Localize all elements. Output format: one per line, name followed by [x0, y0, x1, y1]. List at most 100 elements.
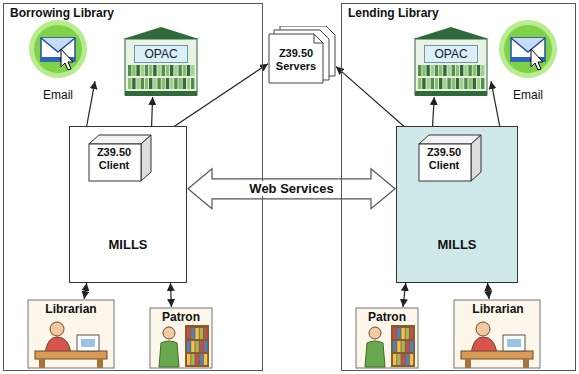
drawing-part — [178, 78, 181, 89]
drawing-part — [523, 359, 529, 368]
drawing-part — [431, 65, 434, 76]
drawing-part — [464, 65, 467, 76]
drawing-part — [97, 359, 103, 368]
drawing-part — [418, 78, 421, 89]
drawing-part — [477, 65, 480, 76]
drawing-part — [81, 339, 95, 347]
drawing-part — [141, 65, 144, 76]
drawing-part — [481, 65, 484, 76]
drawing-part — [439, 65, 442, 76]
drawing-part — [511, 38, 545, 52]
drawing-part — [141, 135, 151, 181]
library-panel: Borrowing LibraryEmailOPACMILLSZ39.50 Cl… — [3, 3, 263, 371]
drawing-part — [365, 341, 385, 367]
connector-arrow — [170, 283, 172, 307]
drawing-part — [187, 341, 190, 352]
drawing-part — [157, 65, 160, 76]
drawing-part — [356, 308, 418, 368]
drawing-part — [426, 78, 429, 89]
drawing-part — [125, 39, 197, 95]
drawing-part — [39, 359, 45, 368]
drawing-part — [174, 65, 177, 76]
connector-arrow — [491, 81, 500, 126]
drawing-part — [498, 19, 558, 79]
drawing-part — [393, 354, 396, 365]
edge-label: Web Services — [246, 181, 336, 196]
drawing-part — [503, 335, 525, 351]
connector-arrow — [488, 283, 490, 299]
drawing-part — [406, 328, 409, 339]
node-label: Z39.50 Client — [418, 146, 470, 172]
drawing-part — [499, 20, 557, 78]
opac-catalog: OPAC — [119, 25, 203, 97]
drawing-part — [410, 341, 413, 352]
node-label: MILLS — [109, 237, 148, 252]
drawing-part — [132, 65, 135, 76]
drawing-part — [28, 300, 114, 368]
drawing-part — [41, 38, 75, 52]
drawing-part — [132, 78, 135, 89]
drawing-part — [191, 354, 194, 365]
connector-arrow — [152, 97, 153, 126]
opac-catalog: OPAC — [409, 25, 493, 97]
drawing-part — [145, 65, 148, 76]
drawing-part — [476, 322, 490, 336]
drawing-part — [29, 20, 87, 78]
drawing-part — [145, 78, 148, 89]
librarian-figure: Librarian — [453, 299, 543, 369]
drawing-part — [391, 325, 415, 367]
connector-arrow — [403, 283, 406, 307]
drawing-part — [401, 341, 404, 352]
node-label: Patron — [162, 310, 200, 324]
drawing-part — [34, 25, 82, 73]
node-label: Lending Library — [348, 6, 439, 20]
drawing-part — [136, 65, 139, 76]
drawing-part — [149, 65, 152, 76]
drawing-part — [460, 78, 463, 89]
node-label: Email — [513, 88, 543, 102]
drawing-part — [195, 341, 198, 352]
drawing-part — [504, 25, 552, 73]
drawing-part — [447, 78, 450, 89]
drawing-part — [204, 328, 207, 339]
drawing-part — [153, 78, 156, 89]
drawing-part — [397, 328, 400, 339]
drawing-part — [185, 325, 209, 367]
drawing-part — [464, 78, 467, 89]
drawing-part — [531, 49, 543, 70]
drawing-part — [419, 135, 481, 144]
drawing-part — [200, 328, 203, 339]
librarian-figure: Librarian — [27, 299, 115, 369]
drawing-part — [191, 341, 194, 352]
drawing-part — [473, 78, 476, 89]
node-label: Email — [43, 88, 73, 102]
node-label: Z39.50 Client — [88, 146, 140, 172]
drawing-part — [369, 327, 381, 339]
drawing-part — [413, 27, 489, 39]
connector-arrow — [433, 97, 435, 126]
drawing-part — [187, 65, 190, 76]
drawing-part — [89, 135, 151, 144]
drawing-part — [460, 65, 463, 76]
drawing-part — [141, 78, 144, 89]
drawing-part — [511, 38, 545, 61]
drawing-part — [149, 78, 152, 89]
drawing-part — [431, 78, 434, 89]
server-stack: Z39.50 Servers — [268, 26, 336, 84]
drawing-part — [159, 341, 179, 367]
drawing-part — [393, 328, 413, 365]
drawing-part — [452, 65, 455, 76]
drawing-part — [162, 65, 165, 76]
patron-figure: Patron — [149, 307, 213, 369]
drawing-part — [125, 91, 197, 96]
drawing-part — [443, 78, 446, 89]
drawing-part — [461, 351, 533, 359]
drawing-part — [393, 328, 396, 339]
connector-arrow — [87, 81, 95, 126]
node-label: MILLS — [438, 237, 477, 252]
node-label: OPAC — [134, 45, 187, 63]
drawing-part — [50, 322, 64, 336]
drawing-part — [473, 65, 476, 76]
drawing-part — [136, 78, 139, 89]
node-label: Z39.50 Servers — [269, 47, 323, 73]
